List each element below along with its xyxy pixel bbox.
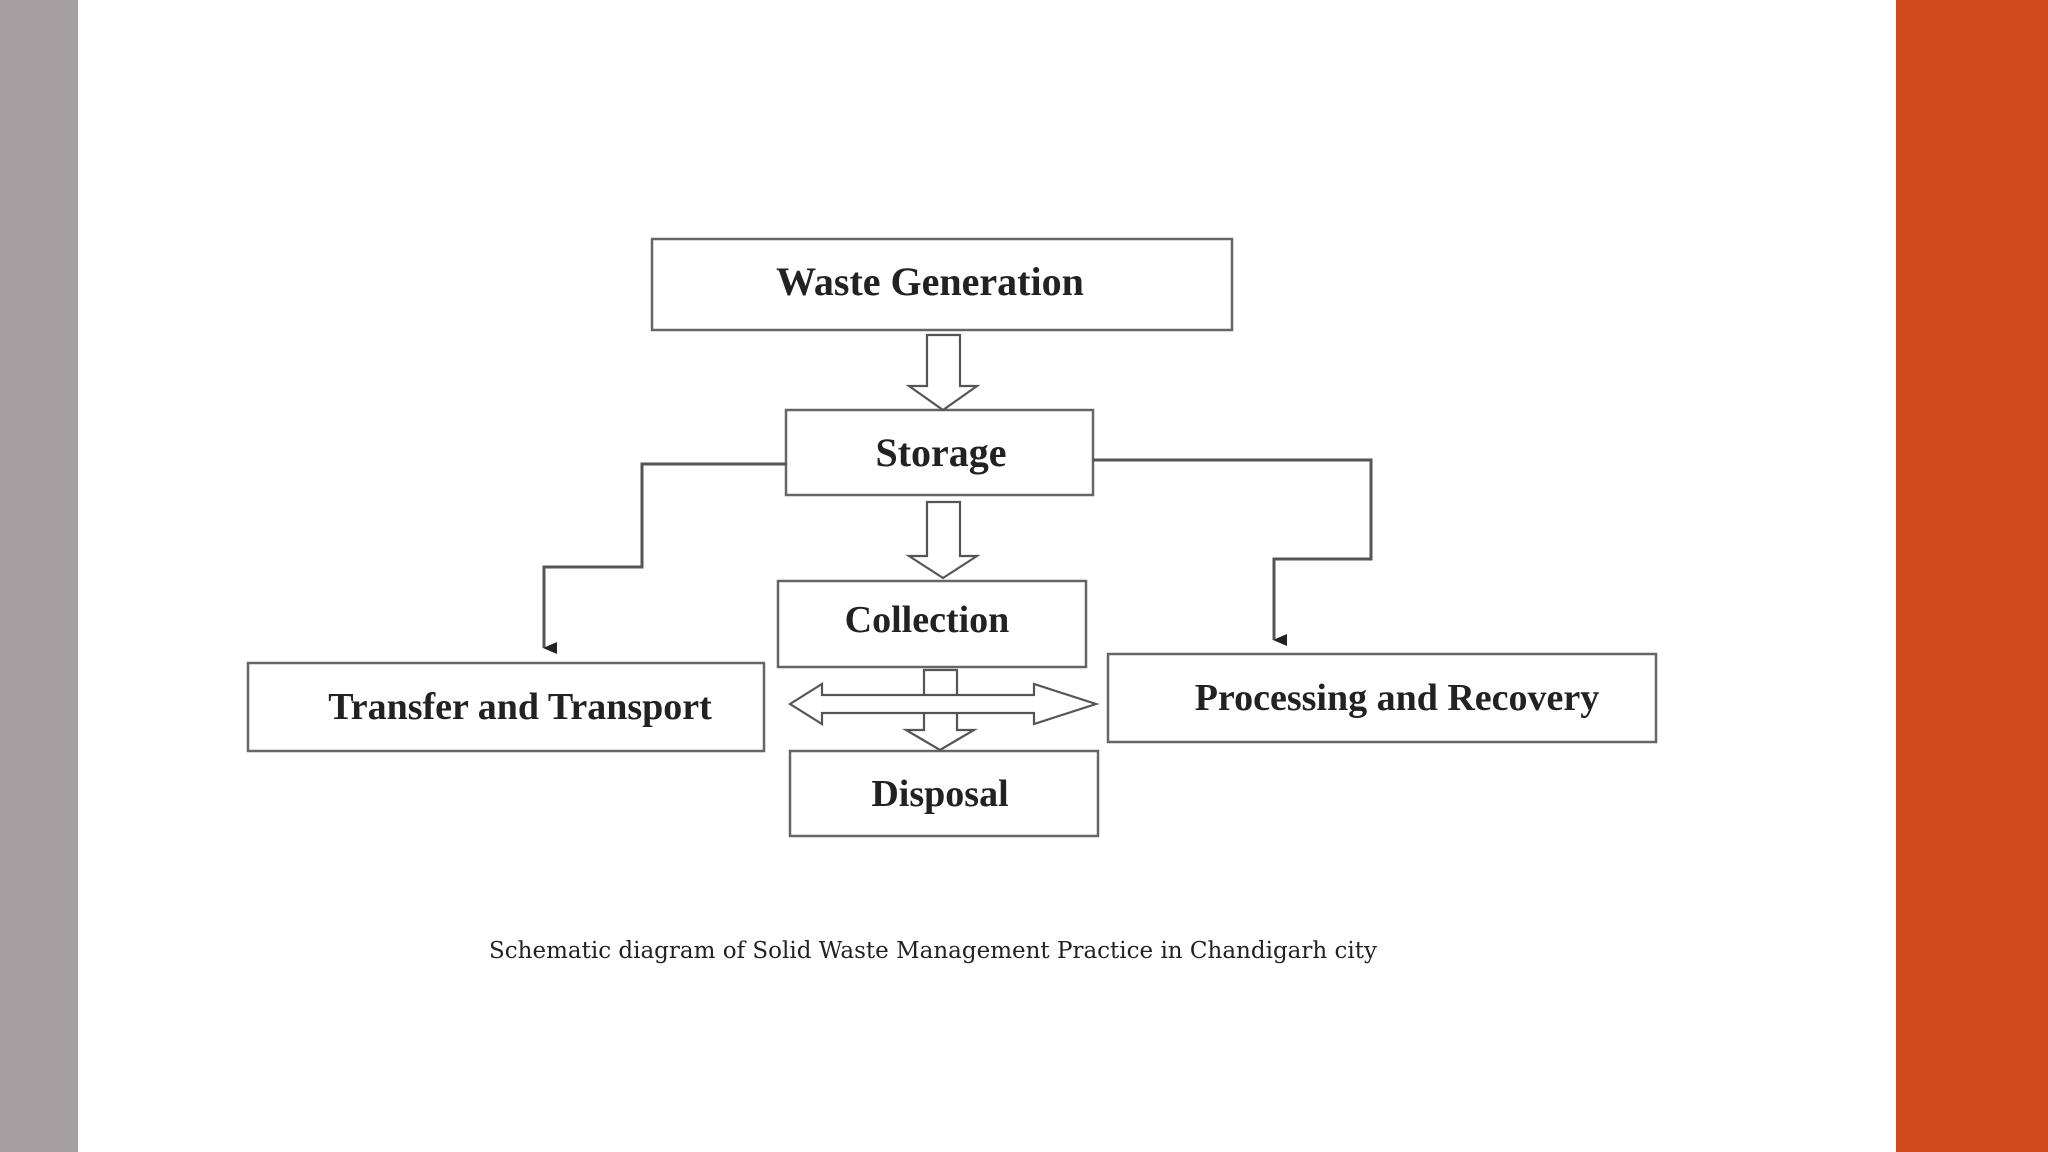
- label-storage: Storage: [875, 430, 1006, 475]
- box-waste-generation: [650, 237, 1234, 332]
- box-storage: [784, 408, 1095, 497]
- box-processing-recovery: [1106, 652, 1658, 744]
- double-arrow-transfer-processing: [787, 682, 1100, 726]
- right-accent-band: [1896, 0, 2048, 1152]
- box-transfer-transport: [246, 661, 766, 753]
- line-arrow-storage-to-processing: [1093, 458, 1373, 646]
- label-processing-recovery: Processing and Recovery: [1195, 677, 1600, 719]
- line-arrow-storage-to-transfer: [542, 462, 786, 654]
- label-disposal: Disposal: [871, 773, 1008, 815]
- label-transfer-transport: Transfer and Transport: [328, 686, 712, 728]
- diagram-caption: Schematic diagram of Solid Waste Managem…: [489, 938, 1377, 964]
- label-collection: Collection: [845, 599, 1010, 641]
- block-arrow-storage-to-collection: [905, 500, 981, 580]
- box-collection: [776, 579, 1088, 669]
- box-disposal: [788, 749, 1100, 838]
- block-arrow-generation-to-storage: [905, 333, 981, 412]
- left-accent-band: [0, 0, 78, 1152]
- label-waste-generation: Waste Generation: [776, 259, 1084, 304]
